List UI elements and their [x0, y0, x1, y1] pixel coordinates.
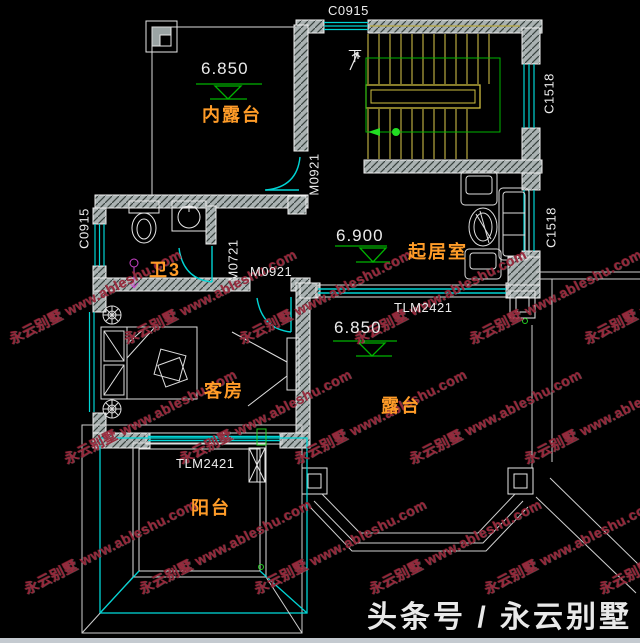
- room-label-inner-terrace: 内露台: [202, 105, 262, 125]
- window-c0915-left: [94, 224, 105, 266]
- door-m0721-bath: [178, 246, 213, 283]
- label-window-c1518-stair: C1518: [541, 73, 557, 114]
- wardrobe: [231, 331, 300, 407]
- flue-box: [248, 447, 266, 483]
- window-c0915-top: [324, 21, 368, 31]
- armchair-bottom: [464, 248, 502, 280]
- toilet: [128, 200, 160, 244]
- sliding-doors: [145, 284, 509, 445]
- label-door-m0721: M0721: [225, 239, 241, 282]
- elevation-living: 6.900: [336, 226, 384, 245]
- label-door-m0921-hall: M0921: [306, 153, 322, 196]
- room-label-living: 起居室: [408, 242, 468, 262]
- bedside-plant-bottom: [102, 399, 122, 419]
- bed: [100, 326, 198, 400]
- room-label-balcony: 阳台: [191, 498, 231, 518]
- room-label-terrace: 露台: [381, 396, 421, 416]
- label-slider-living: TLM2421: [394, 300, 453, 315]
- label-window-c1518-living: C1518: [543, 207, 559, 248]
- label-window-c0915-top: C0915: [328, 3, 369, 18]
- down-arrow: [349, 51, 359, 71]
- elevation-markers: [196, 83, 397, 357]
- footer-strip: [0, 638, 640, 643]
- bathroom-fixtures: [128, 200, 207, 289]
- window-guestroom-left: [88, 312, 95, 412]
- door-m0921-hall: [265, 156, 301, 191]
- long-sofa: [498, 187, 530, 261]
- armchair-top: [460, 170, 498, 206]
- light-fixture: [129, 258, 139, 289]
- stair-down-label: 下: [348, 48, 362, 64]
- coffee-table: [468, 207, 498, 247]
- elevation-marker-inner-terrace: [196, 83, 262, 100]
- inner-terrace-boundary: [151, 26, 296, 196]
- room-label-guest: 客房: [204, 381, 244, 401]
- window-c1518-stair: [523, 64, 535, 128]
- corner-columns: [145, 20, 536, 495]
- stair-direction-line: [365, 57, 501, 136]
- room-label-bath3: 卫3: [149, 260, 182, 280]
- elevation-inner-terrace: 6.850: [201, 59, 249, 78]
- guestroom-furniture: [100, 305, 300, 419]
- footer-brand: 头条号 / 永云别墅: [366, 601, 632, 634]
- sofa-set: [460, 170, 530, 280]
- elevation-marker-terrace: [333, 340, 397, 357]
- staircase: [349, 25, 520, 159]
- label-slider-balcony: TLM2421: [176, 456, 235, 471]
- terrace-boundary: [309, 271, 640, 594]
- label-door-m0921-bedroom: M0921: [250, 264, 293, 279]
- sink: [171, 200, 207, 232]
- door-m0921-bedroom: [256, 297, 292, 333]
- balcony-roof: [81, 424, 308, 634]
- label-window-c0915-left: C0915: [76, 208, 92, 249]
- doors: [178, 156, 301, 333]
- bedside-plant-top: [102, 305, 122, 325]
- elevation-marker-living: [335, 245, 390, 263]
- elevation-terrace: 6.850: [334, 318, 382, 337]
